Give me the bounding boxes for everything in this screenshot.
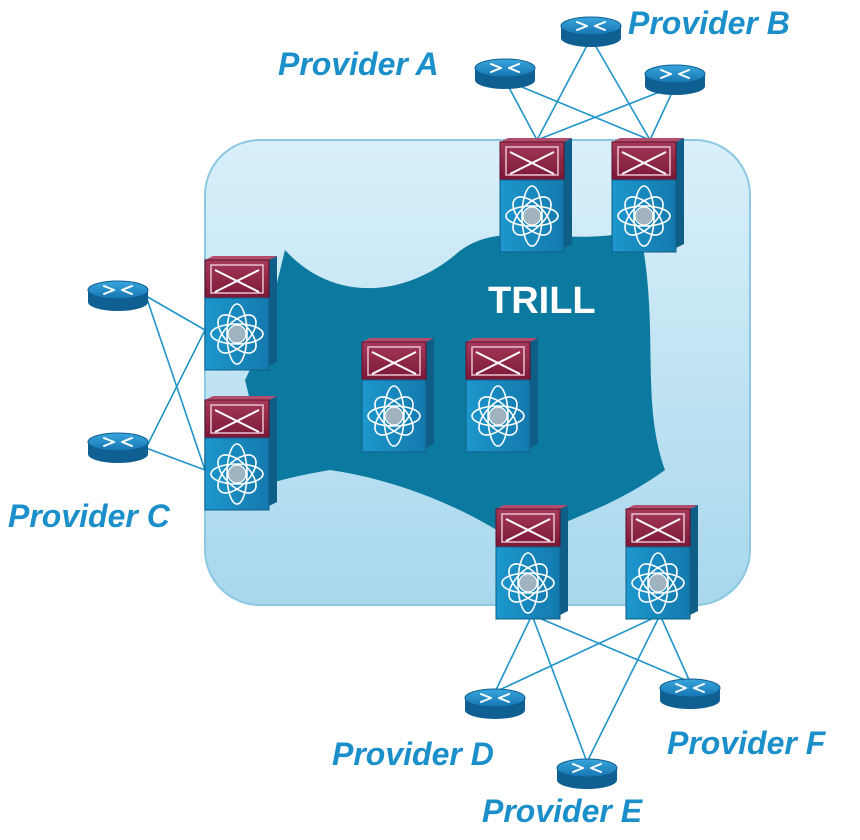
link-left-1-1 — [145, 447, 206, 471]
switch-left-1 — [204, 256, 277, 371]
link-layer — [145, 37, 691, 763]
switch-core-1 — [361, 338, 434, 453]
link-left-0-1 — [145, 295, 206, 471]
switch-bottom-2 — [625, 505, 698, 620]
link-left-0-0 — [145, 295, 206, 331]
provider-b-label: Provider B — [628, 5, 790, 41]
router-provider-f — [659, 678, 721, 709]
provider-c-label: Provider C — [8, 498, 170, 534]
link-top-0-1 — [504, 79, 651, 141]
switch-top-2 — [611, 138, 684, 253]
router-provider-c-1 — [87, 280, 149, 311]
provider-d-label: Provider D — [332, 736, 494, 772]
router-provider-c-2 — [87, 432, 149, 463]
link-bottom-1-1 — [586, 614, 661, 763]
link-bottom-2-1 — [659, 614, 691, 683]
provider-f-label: Provider F — [667, 725, 826, 761]
link-bottom-2-0 — [531, 614, 691, 683]
link-bottom-0-1 — [494, 614, 661, 693]
router-provider-a — [474, 58, 536, 89]
router-provider-b-2 — [644, 64, 706, 95]
trill-label: TRILL — [488, 280, 596, 322]
link-top-2-0 — [536, 85, 676, 141]
link-top-1-1 — [590, 37, 651, 141]
router-provider-e — [556, 758, 618, 789]
link-top-1-0 — [536, 37, 592, 141]
trill-fabric — [245, 230, 665, 545]
router-provider-d — [464, 688, 526, 719]
link-top-2-1 — [649, 85, 676, 141]
provider-a-label: Provider A — [278, 46, 439, 82]
link-bottom-0-0 — [494, 614, 533, 693]
link-left-1-0 — [145, 329, 206, 449]
link-bottom-1-0 — [531, 614, 588, 763]
provider-e-label: Provider E — [482, 793, 643, 829]
link-top-0-0 — [504, 79, 538, 141]
switch-top-1 — [499, 138, 572, 253]
router-provider-b — [560, 16, 622, 47]
switch-left-2 — [204, 396, 277, 511]
node-layer — [87, 16, 721, 789]
switch-core-2 — [465, 338, 538, 453]
switch-bottom-1 — [495, 505, 568, 620]
